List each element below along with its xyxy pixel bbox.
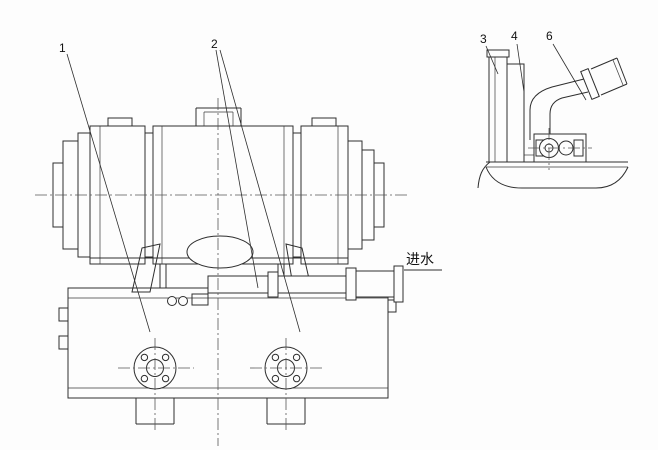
callout-6: 6 [546,29,553,43]
drain-plug [178,296,188,306]
side-base [485,161,629,189]
callout-2: 2 [211,37,218,51]
side-view: 3 4 6 [477,29,629,189]
water-inlet-annotation: 进水 [404,251,442,271]
callout-4: 4 [511,29,518,43]
centerlines-side [528,128,592,170]
centerlines-main [35,98,408,446]
pipe-flange [580,67,600,101]
inlet-pipe [355,270,395,298]
leader-lines-side [485,43,587,101]
support-brackets [131,235,313,306]
main-view: 1 2 进水 [35,37,442,446]
bearing-dome [186,235,254,269]
coupling [267,271,279,298]
bedplate [58,287,397,425]
shaft-assembly [207,265,404,303]
elbow-pipe [529,57,628,140]
rotor-housing [533,133,587,163]
callout-1: 1 [59,41,66,55]
water-inlet-label: 进水 [406,251,434,267]
drain-plug [167,296,177,306]
callout-3: 3 [480,32,487,46]
leader-lines-main [66,49,301,333]
inlet-flange [393,265,404,303]
